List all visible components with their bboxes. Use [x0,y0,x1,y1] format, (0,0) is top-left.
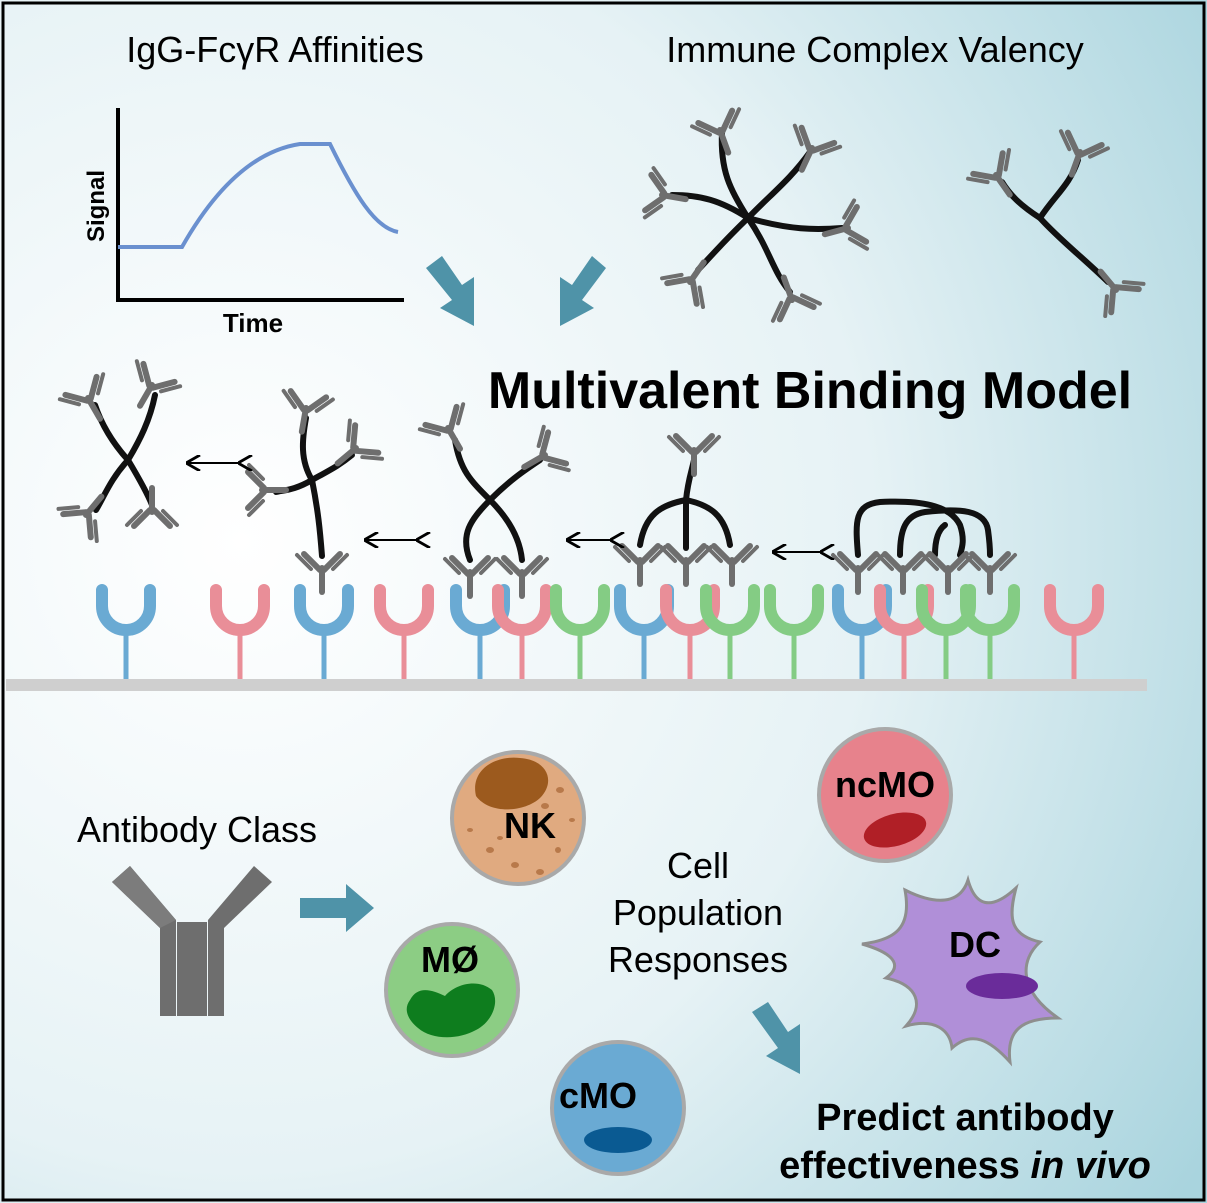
macrophage-cell: MØ [384,922,520,1058]
binding-curve [118,142,399,249]
arrows-into-model [426,256,606,326]
dc-cell: DC [861,874,1063,1067]
predict-line2: effectiveness in vivo [779,1145,1151,1187]
signal-label: Signal [83,170,110,242]
antibody-class-label: Antibody Class [77,809,317,850]
arrow-icon [426,256,474,326]
antibody-icon [112,866,272,1016]
large-immune-complex [644,108,868,321]
cell-responses-line1: Cell [667,845,729,886]
arrow-icon [752,1002,800,1074]
equilibrium-arrows [188,463,822,552]
arrow-icon [300,884,374,932]
predict-line1: Predict antibody [816,1097,1114,1139]
cell-responses-line2: Population [613,892,783,933]
binding-states [58,360,1015,596]
ncmo-cell: ncMO [817,727,953,863]
time-label: Time [223,308,283,338]
macrophage-label: MØ [421,939,479,980]
cell-membrane [6,679,1147,691]
arrow-icon [560,256,606,326]
predict-line2-prefix: effectiveness [779,1145,1030,1187]
dc-label: DC [949,924,1001,965]
small-immune-complex [967,130,1144,317]
nk-label: NK [504,805,556,846]
nk-cell: NK [450,750,586,886]
predict-line2-italic: in vivo [1031,1145,1151,1187]
affinity-sensorgram: Signal Time [83,108,404,338]
cell-responses-line3: Responses [608,939,788,980]
cmo-label: cMO [559,1075,637,1116]
valency-title: Immune Complex Valency [666,29,1084,70]
cmo-cell: cMO [550,1040,686,1176]
model-title: Multivalent Binding Model [488,362,1132,420]
ncmo-label: ncMO [835,764,935,805]
affinities-title: IgG-FcγR Affinities [126,29,423,70]
